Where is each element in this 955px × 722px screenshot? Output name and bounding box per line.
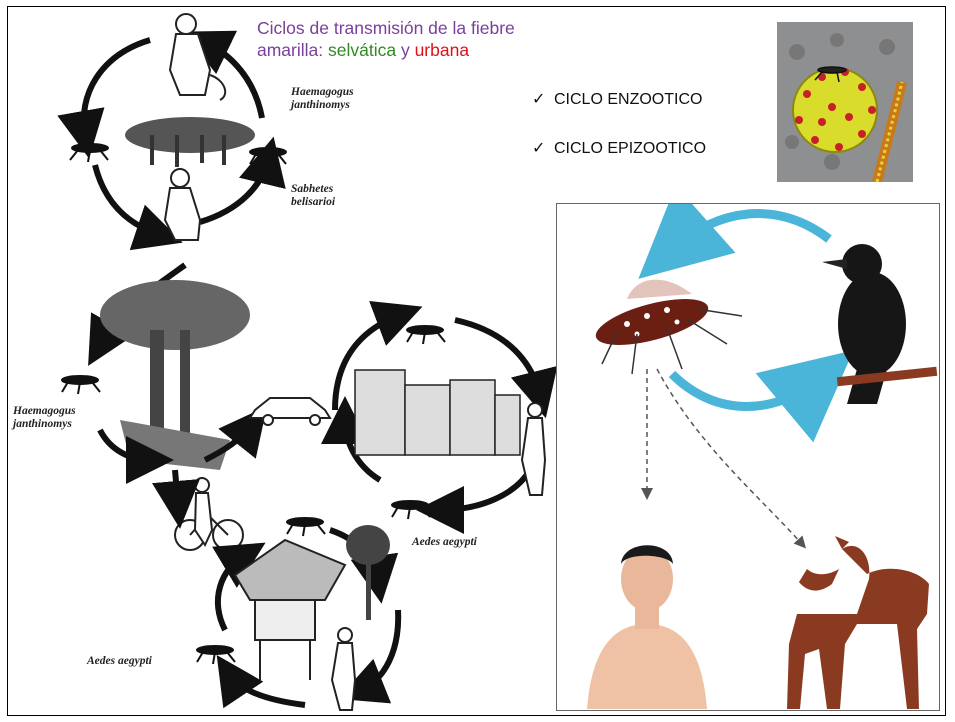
tree-icon [346, 525, 390, 620]
mosquito-icon [70, 144, 108, 162]
person-icon [332, 628, 355, 710]
transmission-arrow-horse [657, 369, 802, 544]
bird-icon [822, 244, 937, 404]
mosquito-icon [62, 376, 100, 394]
city-buildings [355, 370, 520, 455]
cycle-arrow-bottom [672, 374, 819, 407]
mosquito-icon [197, 646, 235, 664]
virus-particle-icon [793, 68, 877, 152]
label-sabethes: Sabhetes belisarioi [291, 183, 335, 209]
mosquito-icon [407, 326, 445, 344]
hut-icon [235, 540, 345, 680]
mosquito-icon [392, 501, 430, 519]
virus-micrograph [777, 22, 913, 182]
human-icon [587, 545, 707, 709]
person-icon [195, 478, 212, 545]
label-haemagogus-top: Haemagogus janthinomys [291, 86, 354, 112]
forest-canopy-top [125, 117, 255, 167]
monkey-top-icon [170, 14, 225, 100]
epizootic-illustration [557, 204, 941, 712]
label-haemagogus-middle: Haemagogus janthinomys [13, 405, 76, 431]
aedes-mosquito-icon [591, 280, 742, 374]
horse-icon [787, 536, 929, 709]
epizootic-cycle-panel [556, 203, 940, 711]
monkey-lower-icon [165, 169, 200, 240]
virus-illustration [777, 22, 913, 182]
label-aedes-bottom: Aedes aegypti [87, 655, 152, 668]
car-icon [250, 398, 330, 425]
label-aedes-right: Aedes aegypti [412, 536, 477, 549]
mosquito-icon [287, 518, 325, 536]
forest-scene [100, 280, 250, 470]
cycle-arrow-top [672, 214, 829, 249]
